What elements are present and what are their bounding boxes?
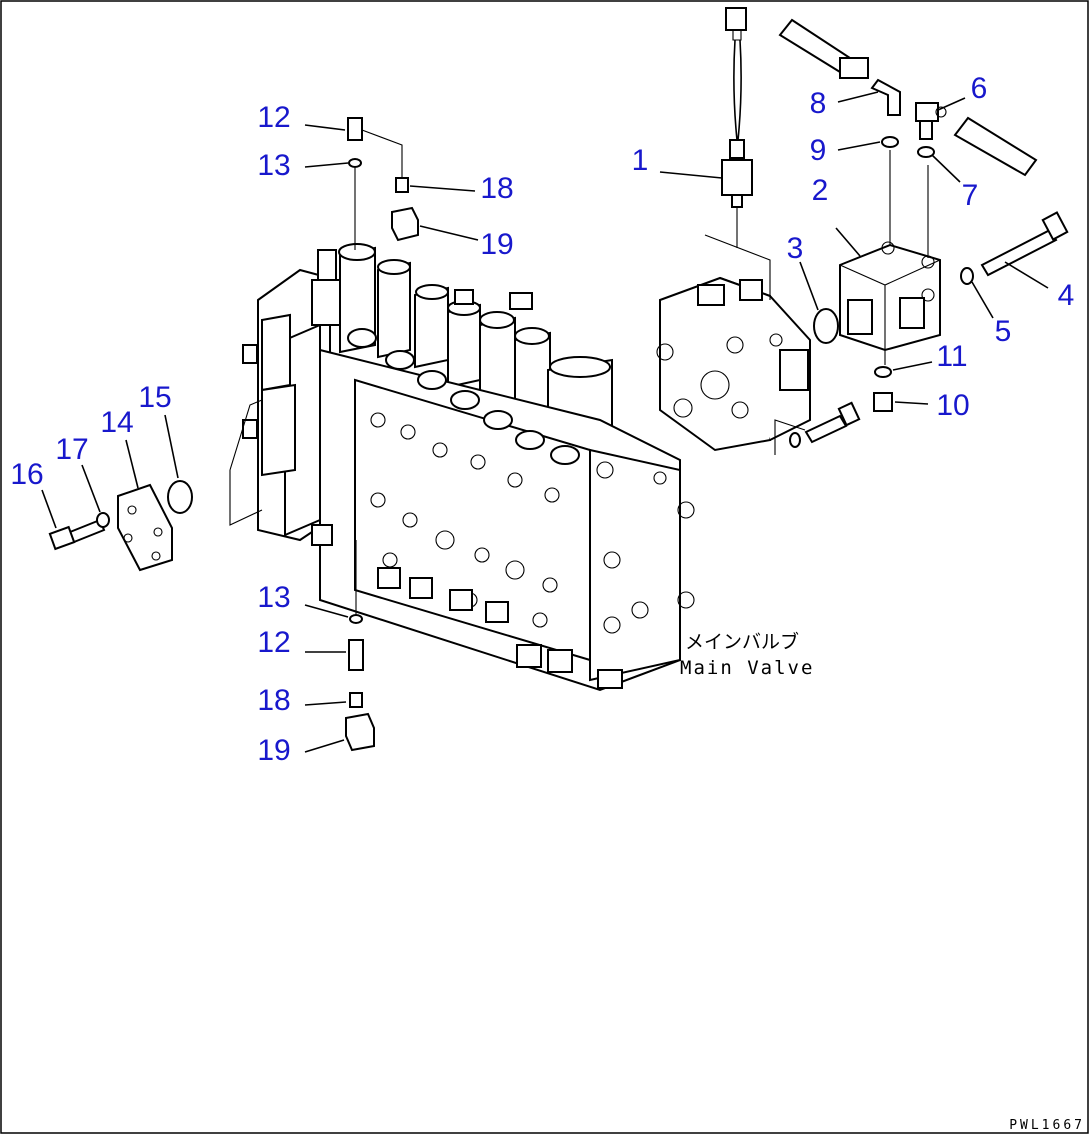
main-valve-assembly (242, 243, 695, 692)
callout-11: 11 (936, 340, 967, 373)
callout-14: 14 (100, 406, 133, 439)
callout-12-top: 12 (257, 101, 290, 134)
callout-1: 1 (632, 144, 649, 177)
o-ring-part-9 (881, 136, 899, 148)
bottom-fittings (345, 540, 375, 752)
elbow-part-8 (778, 18, 901, 116)
elbow-part-6 (915, 102, 1038, 177)
washer-part-17 (96, 512, 110, 528)
leader-lines (41, 91, 1049, 753)
callout-18-bottom: 18 (257, 684, 290, 717)
callout-10: 10 (936, 389, 969, 422)
bolt-part-4 (980, 211, 1069, 277)
side-cover-part-14 (117, 483, 173, 572)
callout-17: 17 (55, 433, 88, 466)
callout-18-top: 18 (480, 172, 513, 205)
callout-6: 6 (971, 72, 988, 105)
callout-15: 15 (138, 381, 171, 414)
caption-japanese: メインバルブ (685, 630, 799, 653)
callout-12-bottom: 12 (257, 626, 290, 659)
callout-13-top: 13 (257, 149, 290, 182)
callout-13-bottom: 13 (257, 581, 290, 614)
o-ring-part-7 (917, 146, 935, 158)
end-cover (656, 234, 811, 452)
end-cover-bolt (774, 401, 861, 455)
cover-guide-lines (229, 399, 263, 526)
callout-7: 7 (962, 179, 979, 212)
bottom-nuts (311, 524, 623, 689)
drawing-code: PWL1667 (1009, 1118, 1085, 1133)
callout-16: 16 (10, 458, 43, 491)
bolt-part-16 (48, 518, 106, 551)
callout-4: 4 (1058, 279, 1075, 312)
callout-3: 3 (787, 232, 804, 265)
port-holes (370, 412, 695, 634)
plug-part-10 (873, 392, 893, 412)
valve-block-part-2 (839, 150, 941, 365)
callout-9: 9 (810, 134, 827, 167)
pressure-sensor-part-1 (721, 7, 753, 248)
callout-labels: 1 2 3 4 5 6 7 8 9 10 11 12 13 18 19 14 1… (10, 72, 1074, 767)
callout-19-top: 19 (480, 228, 513, 261)
o-ring-part-15 (167, 480, 193, 514)
o-ring-part-3 (813, 308, 839, 344)
hex-plugs (347, 328, 580, 465)
o-ring-part-11 (874, 366, 892, 378)
callout-8: 8 (810, 87, 827, 120)
washer-part-5 (960, 267, 974, 285)
top-fittings (347, 117, 419, 250)
callout-19-bottom: 19 (257, 734, 290, 767)
callout-5: 5 (995, 315, 1012, 348)
caption-english: Main Valve (680, 657, 814, 679)
callout-2: 2 (812, 174, 829, 207)
